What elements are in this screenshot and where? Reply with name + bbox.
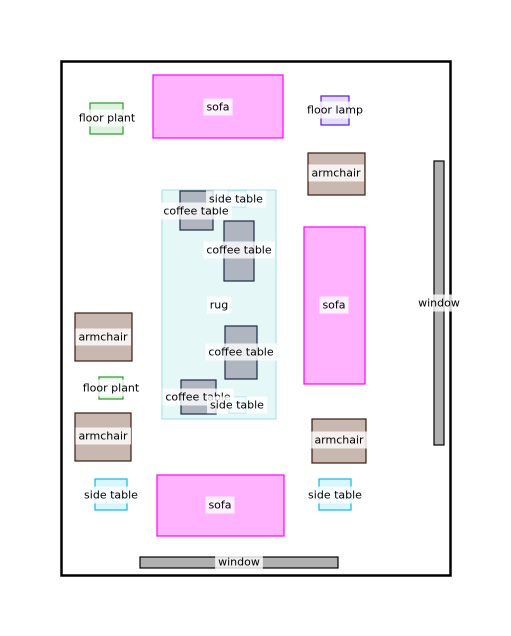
floor-lamp-label: floor lamp — [307, 104, 363, 117]
armchair-left-lower-label: armchair — [78, 430, 128, 443]
floor-lamp-label-bg — [304, 101, 366, 119]
armchair-left-lower-label-group: armchair — [75, 427, 132, 445]
sofa-top-label-group: sofa — [203, 98, 233, 116]
window-right-label: window — [418, 297, 460, 310]
coffee-table-1-label: coffee table — [163, 205, 228, 218]
coffee-table-2-label-group: coffee table — [203, 241, 275, 259]
armchair-top-right-label-bg — [308, 164, 365, 182]
side-table-bottom-left-label-group: side table — [81, 486, 142, 504]
sofa-top-label-bg — [203, 98, 233, 116]
floor-plant-top-label: floor plant — [79, 112, 136, 125]
armchair-left-upper-label: armchair — [78, 331, 128, 344]
rug-label-group: rug — [206, 296, 232, 314]
rug-label-bg — [206, 296, 232, 314]
coffee-table-2-label-bg — [203, 241, 275, 259]
rug-label: rug — [210, 299, 228, 312]
labels-layer: rug sofa sofa sofa armchair armchair armchair a… — [75, 98, 463, 571]
floor-lamp-label-group: floor lamp — [304, 101, 366, 119]
side-table-rug-top-label: side table — [209, 193, 263, 206]
side-table-rug-top-label-group: side table — [206, 190, 267, 208]
coffee-table-2-label: coffee table — [206, 244, 271, 257]
side-table-rug-top-label-bg — [206, 190, 267, 208]
armchair-left-upper-label-group: armchair — [75, 328, 132, 346]
floor-plant-top-label-bg — [75, 109, 139, 127]
sofa-bottom-label-group: sofa — [205, 496, 235, 514]
side-table-bottom-right-label: side table — [308, 489, 362, 502]
floor-plant-left-label-group: floor plant — [79, 379, 143, 397]
sofa-right-label: sofa — [322, 299, 345, 312]
armchair-left-lower-label-bg — [75, 427, 132, 445]
side-table-bottom-right-label-group: side table — [305, 486, 366, 504]
floor-plant-left-label-bg — [79, 379, 143, 397]
window-right-label-bg — [415, 294, 463, 312]
coffee-table-3-label-group: coffee table — [205, 343, 277, 361]
side-table-bottom-right-label-bg — [305, 486, 366, 504]
floor-plant-left-label: floor plant — [83, 382, 140, 395]
armchair-left-upper-label-bg — [75, 328, 132, 346]
sofa-right-label-group: sofa — [319, 296, 349, 314]
side-table-bottom-left-label: side table — [84, 489, 138, 502]
armchair-top-right-label: armchair — [311, 167, 361, 180]
side-table-rug-bottom-label-group: side table — [207, 396, 268, 414]
armchair-top-right-label-group: armchair — [308, 164, 365, 182]
armchair-bottom-right-label-group: armchair — [311, 431, 368, 449]
floor-plant-top-label-group: floor plant — [75, 109, 139, 127]
side-table-bottom-left-label-bg — [81, 486, 142, 504]
sofa-right-label-bg — [319, 296, 349, 314]
room-outline — [60, 60, 452, 577]
sofa-top-label: sofa — [206, 101, 229, 114]
window-bottom-label-group: window — [215, 553, 263, 571]
side-table-rug-bottom-label-bg — [207, 396, 268, 414]
side-table-rug-bottom-label: side table — [210, 399, 264, 412]
sofa-bottom-label-bg — [205, 496, 235, 514]
window-right-label-group: window — [415, 294, 463, 312]
armchair-bottom-right-label-bg — [311, 431, 368, 449]
armchair-bottom-right-label: armchair — [314, 434, 364, 447]
sofa-bottom-label: sofa — [208, 499, 231, 512]
coffee-table-3-label: coffee table — [208, 346, 273, 359]
coffee-table-3-label-bg — [205, 343, 277, 361]
window-bottom-label-bg — [215, 553, 263, 571]
window-bottom-label: window — [218, 556, 260, 569]
